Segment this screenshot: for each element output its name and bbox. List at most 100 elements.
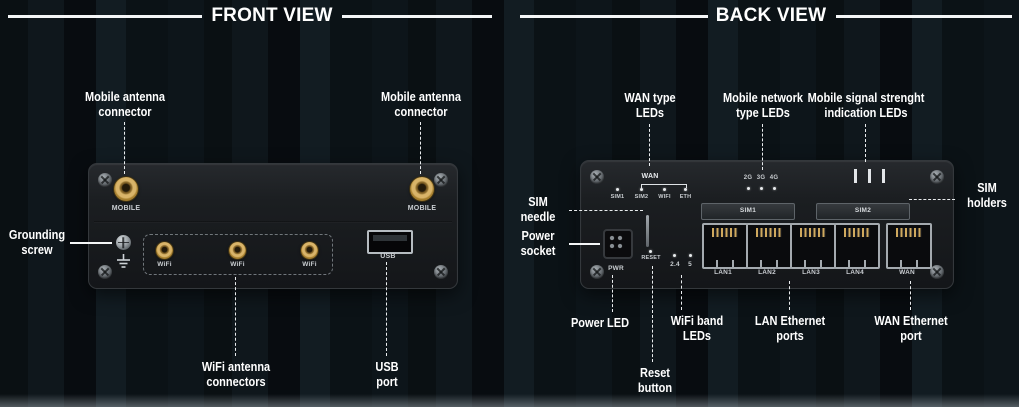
sim-needle bbox=[646, 215, 649, 247]
callout-line-mobile-right bbox=[420, 122, 421, 174]
wifi-connector-group-outline bbox=[143, 234, 333, 275]
callout-grounding-screw: Grounding screw bbox=[8, 228, 66, 257]
sim2-holder: SIM2 bbox=[816, 203, 910, 220]
callout-mobile-antenna-left: Mobile antenna connector bbox=[84, 90, 166, 119]
wifi-band-24-led bbox=[673, 254, 676, 257]
callout-reset-button: Reset button bbox=[637, 366, 673, 395]
callout-sim-holders: SIM holders bbox=[967, 181, 1007, 210]
callout-line-lan-ports bbox=[789, 281, 790, 310]
corner-screw-icon bbox=[98, 265, 112, 279]
callout-line-sim-holders bbox=[909, 199, 955, 200]
corner-screw-icon bbox=[434, 173, 448, 187]
power-socket-label: PWR bbox=[608, 265, 624, 272]
wan-bracket-label: WAN bbox=[641, 173, 659, 180]
wifi-band-5-label: 5 bbox=[688, 261, 692, 268]
back-title-rule-left bbox=[520, 15, 708, 18]
lan1-port bbox=[702, 223, 748, 269]
wan-ethernet-port bbox=[886, 223, 932, 269]
usb-tongue bbox=[373, 235, 407, 241]
callout-mobile-network-type-leds: Mobile network type LEDs bbox=[722, 91, 804, 120]
callout-sim-needle: SIM needle bbox=[520, 195, 556, 224]
power-socket bbox=[603, 229, 633, 259]
front-title-rule-right bbox=[342, 15, 492, 18]
lan4-port bbox=[834, 223, 880, 269]
wan-port-label: WAN bbox=[899, 269, 915, 276]
callout-line-network-type bbox=[762, 124, 763, 170]
mobile-connector-right-label: MOBILE bbox=[407, 205, 437, 212]
sim1-led-label: SIM1 bbox=[610, 194, 625, 200]
callout-power-led: Power LED bbox=[570, 316, 630, 330]
callout-power-socket: Power socket bbox=[520, 229, 556, 258]
mobile-antenna-connector-right bbox=[410, 177, 434, 201]
wifi-band-5-led bbox=[689, 254, 692, 257]
corner-screw-icon bbox=[590, 170, 604, 184]
callout-wan-type-leds: WAN type LEDs bbox=[624, 91, 676, 120]
3g-led-label: 3G bbox=[756, 175, 766, 181]
corner-screw-icon bbox=[434, 265, 448, 279]
signal-strength-led-2 bbox=[868, 169, 871, 183]
callout-line-wan-type bbox=[649, 124, 650, 166]
wifi-connector-1-label: WiFi bbox=[157, 261, 172, 268]
callout-line-grounding bbox=[70, 242, 112, 244]
callout-mobile-antenna-right: Mobile antenna connector bbox=[380, 90, 462, 119]
eth-led bbox=[684, 188, 687, 191]
back-panel: WAN SIM1 SIM2 WIFI ETH 2G 3G 4G SIM1 SIM… bbox=[580, 160, 954, 289]
2g-led bbox=[747, 187, 750, 190]
4g-led bbox=[773, 187, 776, 190]
lan3-port-label: LAN3 bbox=[802, 269, 820, 276]
ground-symbol-icon bbox=[117, 254, 130, 268]
back-view-title: BACK VIEW bbox=[715, 5, 827, 26]
corner-screw-icon bbox=[590, 265, 604, 279]
callout-wan-port: WAN Ethernet port bbox=[874, 314, 948, 343]
callout-line-reset bbox=[652, 266, 653, 362]
wifi-led bbox=[663, 188, 666, 191]
front-view-title: FRONT VIEW bbox=[211, 5, 333, 26]
wifi-antenna-connector-2 bbox=[229, 242, 246, 259]
lan2-port-label: LAN2 bbox=[758, 269, 776, 276]
lan4-port-label: LAN4 bbox=[846, 269, 864, 276]
front-panel: MOBILE MOBILE WiFi WiFi WiFi USB bbox=[88, 163, 458, 289]
floor-glow bbox=[0, 394, 1019, 407]
wifi-connector-2-label: WiFi bbox=[230, 261, 245, 268]
wan-bracket-tick bbox=[641, 184, 642, 188]
wan-bracket-tick bbox=[686, 184, 687, 188]
2g-led-label: 2G bbox=[743, 175, 753, 181]
callout-wifi-antenna: WiFi antenna connectors bbox=[201, 360, 271, 389]
callout-line-sim-needle bbox=[569, 210, 643, 211]
callout-line-power-socket bbox=[569, 243, 600, 245]
back-title-rule-right bbox=[836, 15, 1012, 18]
wan-bracket-line bbox=[641, 184, 687, 185]
callout-line-wifi-band bbox=[681, 275, 682, 310]
callout-line-power-led bbox=[612, 275, 613, 312]
front-title-rule-left bbox=[8, 15, 202, 18]
wifi-band-24-label: 2.4 bbox=[670, 261, 680, 268]
wifi-antenna-connector-1 bbox=[156, 242, 173, 259]
corner-screw-icon bbox=[98, 173, 112, 187]
mobile-antenna-connector-left bbox=[114, 177, 138, 201]
3g-led bbox=[760, 187, 763, 190]
callout-mobile-signal-leds: Mobile signal strenght indication LEDs bbox=[807, 91, 925, 120]
4g-led-label: 4G bbox=[769, 175, 779, 181]
eth-led-label: ETH bbox=[679, 194, 692, 200]
sim2-led-label: SIM2 bbox=[634, 194, 649, 200]
callout-line-signal bbox=[865, 124, 866, 162]
grounding-screw bbox=[116, 235, 131, 250]
signal-strength-led-3 bbox=[882, 169, 885, 183]
sim1-led bbox=[616, 188, 619, 191]
lan1-port-label: LAN1 bbox=[714, 269, 732, 276]
callout-line-usb bbox=[386, 262, 387, 356]
signal-strength-led-1 bbox=[854, 169, 857, 183]
lan3-port bbox=[790, 223, 836, 269]
mobile-connector-left-label: MOBILE bbox=[111, 205, 141, 212]
panel-seam bbox=[94, 221, 452, 223]
corner-screw-icon bbox=[930, 265, 944, 279]
callout-usb-port: USB port bbox=[375, 360, 399, 389]
reset-label: RESET bbox=[641, 255, 661, 261]
usb-port-label: USB bbox=[380, 253, 396, 260]
sim2-led bbox=[640, 188, 643, 191]
callout-lan-ports: LAN Ethernet ports bbox=[754, 314, 826, 343]
lan2-port bbox=[746, 223, 792, 269]
wifi-antenna-connector-3 bbox=[301, 242, 318, 259]
wifi-led-label: WIFI bbox=[658, 194, 671, 200]
